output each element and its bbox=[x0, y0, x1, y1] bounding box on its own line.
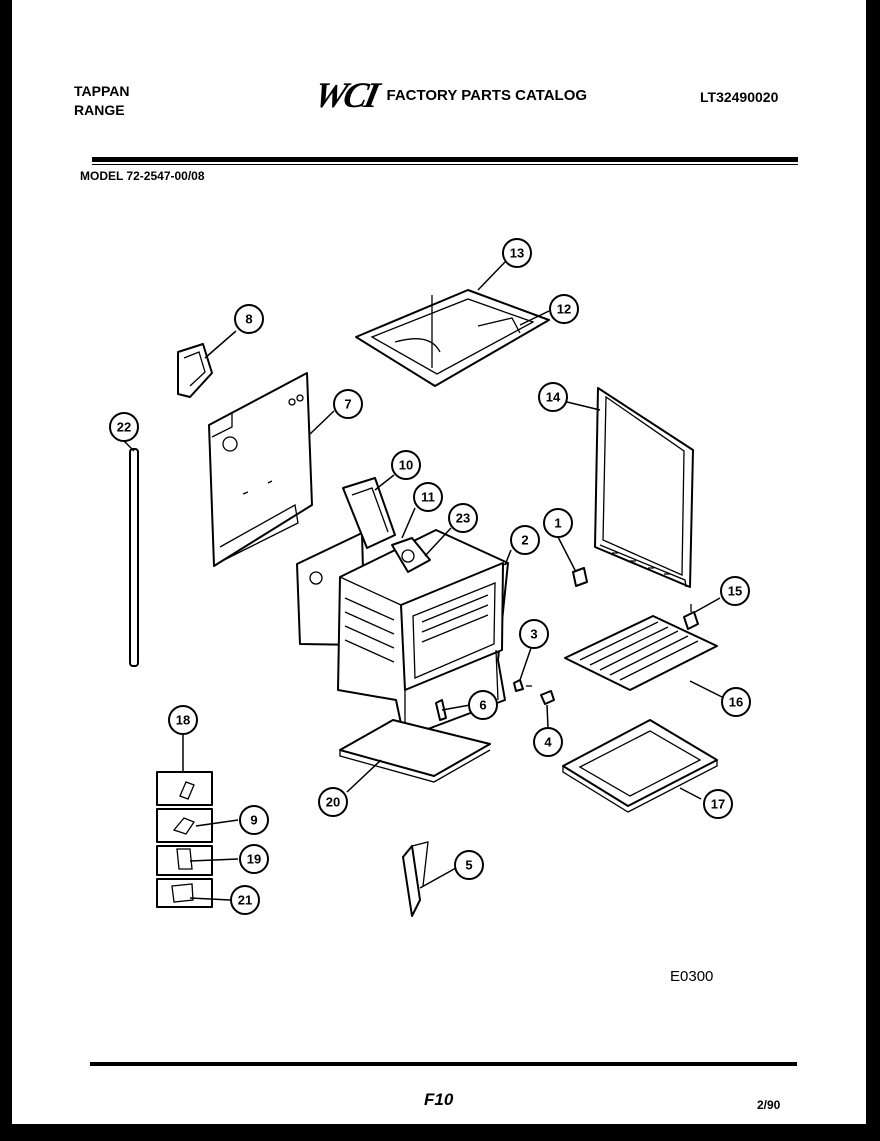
brand-name: TAPPAN bbox=[74, 83, 130, 99]
bottom-panel-part bbox=[339, 719, 491, 783]
callout-8: 8 bbox=[234, 304, 264, 334]
callout-6: 6 bbox=[468, 690, 498, 720]
callout-13: 13 bbox=[502, 238, 532, 268]
callout-14-label: 14 bbox=[546, 390, 561, 405]
callout-3: 3 bbox=[519, 619, 549, 649]
footer-rule bbox=[90, 1062, 797, 1066]
callout-7: 7 bbox=[333, 389, 363, 419]
callout-2-label: 2 bbox=[521, 533, 528, 548]
callout-21-label: 21 bbox=[238, 893, 252, 908]
catalog-title: FACTORY PARTS CATALOG bbox=[386, 86, 588, 104]
callout-15-label: 15 bbox=[728, 584, 742, 599]
callout-1: 1 bbox=[543, 508, 573, 538]
top-panel-part bbox=[355, 289, 550, 387]
callout-2: 2 bbox=[510, 525, 540, 555]
clip-part bbox=[435, 699, 447, 721]
callout-7-label: 7 bbox=[344, 397, 351, 412]
diagram-code: E0300 bbox=[670, 968, 714, 985]
callout-8-label: 8 bbox=[245, 312, 252, 327]
callout-5: 5 bbox=[454, 850, 484, 880]
callout-19: 19 bbox=[239, 844, 269, 874]
callout-15: 15 bbox=[720, 576, 750, 606]
knob-part bbox=[572, 567, 588, 587]
document-number: LT32490020 bbox=[700, 89, 779, 105]
side-panel-part bbox=[594, 387, 694, 588]
revision-date: 2/90 bbox=[757, 1098, 781, 1112]
callout-4-label: 4 bbox=[544, 735, 552, 750]
callout-21: 21 bbox=[230, 885, 260, 915]
range-body-part bbox=[296, 529, 509, 739]
leveling-leg-part bbox=[683, 604, 699, 630]
callout-9: 9 bbox=[239, 805, 269, 835]
callout-11: 11 bbox=[413, 482, 443, 512]
callout-1-label: 1 bbox=[554, 516, 561, 531]
model-label: MODEL 72-2547-00/08 bbox=[80, 169, 205, 183]
callout-17: 17 bbox=[703, 789, 733, 819]
callout-18-label: 18 bbox=[176, 713, 190, 728]
trim-strip-part bbox=[129, 448, 139, 667]
callout-20-label: 20 bbox=[326, 795, 340, 810]
callout-10-label: 10 bbox=[399, 458, 413, 473]
leader-lines bbox=[123, 261, 723, 901]
callout-12-label: 12 bbox=[557, 302, 571, 317]
rear-panel-part bbox=[208, 372, 313, 567]
callout-22: 22 bbox=[109, 412, 139, 442]
bracket-part bbox=[177, 343, 213, 398]
hinge-bracket-part bbox=[402, 841, 429, 917]
page-number: F10 bbox=[424, 1090, 454, 1109]
callout-10: 10 bbox=[391, 450, 421, 480]
header-rule bbox=[92, 157, 798, 162]
fitting-parts bbox=[513, 679, 555, 705]
callout-19-label: 19 bbox=[247, 852, 261, 867]
burner-bracket-part bbox=[342, 477, 431, 573]
detail-box-1 bbox=[156, 771, 213, 806]
callout-12: 12 bbox=[549, 294, 579, 324]
callout-16: 16 bbox=[721, 687, 751, 717]
callout-23-label: 23 bbox=[456, 511, 470, 526]
product-type: RANGE bbox=[74, 102, 125, 118]
callout-6-label: 6 bbox=[479, 698, 486, 713]
detail-box-4 bbox=[156, 878, 213, 908]
callout-11-label: 11 bbox=[421, 490, 435, 505]
callout-9-label: 9 bbox=[250, 813, 257, 828]
header-rule-thin bbox=[92, 164, 798, 165]
callout-13-label: 13 bbox=[510, 246, 524, 261]
callout-14: 14 bbox=[538, 382, 568, 412]
callout-17-label: 17 bbox=[711, 797, 725, 812]
broiler-pan-part bbox=[562, 719, 718, 813]
callout-4: 4 bbox=[533, 727, 563, 757]
oven-rack-part bbox=[564, 615, 718, 691]
callout-23: 23 bbox=[448, 503, 478, 533]
callout-3-label: 3 bbox=[530, 627, 537, 642]
brand-block: TAPPAN RANGE bbox=[74, 82, 129, 120]
callout-22-label: 22 bbox=[117, 420, 131, 435]
callout-16-label: 16 bbox=[729, 695, 743, 710]
callout-20: 20 bbox=[318, 787, 348, 817]
callout-5-label: 5 bbox=[465, 858, 472, 873]
callout-18: 18 bbox=[168, 705, 198, 735]
catalog-header: WCI FACTORY PARTS CATALOG bbox=[311, 74, 588, 116]
